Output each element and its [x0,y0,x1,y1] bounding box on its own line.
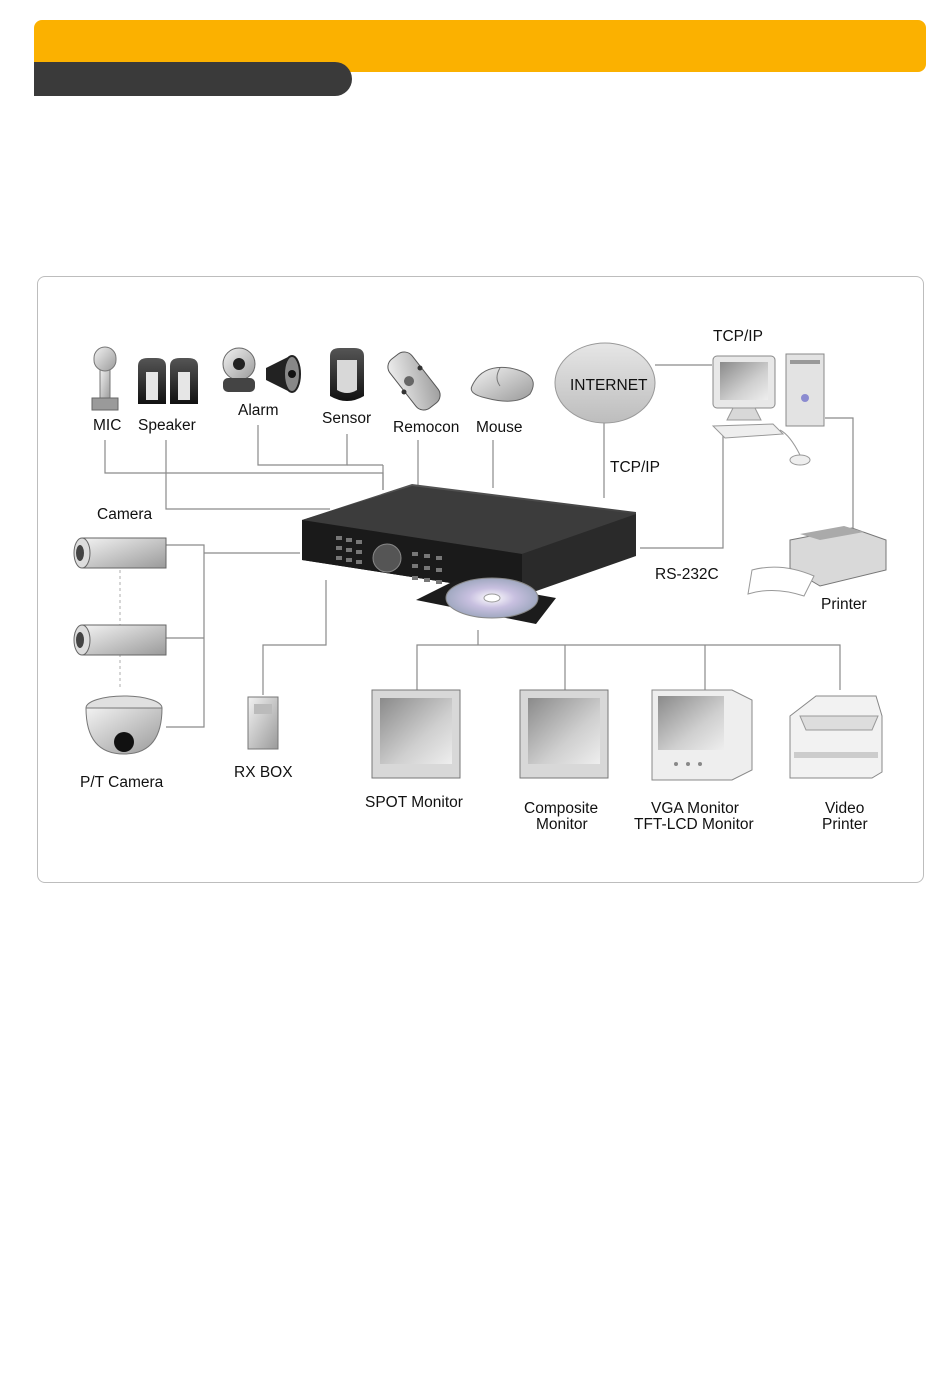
label-tcpip-top: TCP/IP [713,328,763,345]
label-spot-monitor: SPOT Monitor [365,794,463,811]
printer-icon [748,526,886,596]
pc-icon [713,354,824,465]
video-printer-icon [790,696,882,778]
label-mouse: Mouse [476,419,523,436]
remocon-icon [384,348,444,414]
label-vga-line1: VGA Monitor [651,800,739,817]
label-remocon: Remocon [393,419,459,436]
pt-camera-icon [86,696,162,754]
label-tcpip-mid: TCP/IP [610,459,660,476]
label-speaker: Speaker [138,417,196,434]
label-printer: Printer [821,596,867,613]
label-video-printer-line2: Printer [822,816,868,833]
alarm-icon [223,348,300,392]
sensor-icon [330,348,364,401]
mic-icon [92,347,118,410]
label-camera: Camera [97,506,153,523]
label-rs232c: RS-232C [655,566,719,583]
camera-icon [74,625,166,655]
monitor-icon [520,690,608,778]
camera-icon [74,538,166,568]
label-composite-line2: Monitor [536,816,588,833]
rx-box-icon [248,697,278,749]
speaker-icon [138,358,198,404]
label-pt-camera: P/T Camera [80,774,164,791]
label-vga-line2: TFT-LCD Monitor [634,816,754,833]
dvr-icon [302,484,636,624]
mouse-icon [471,367,533,401]
label-composite-line1: Composite [524,800,598,817]
monitor-icon [652,690,752,780]
label-rx-box: RX BOX [234,764,293,781]
label-sensor: Sensor [322,410,371,427]
label-video-printer-line1: Video [825,800,864,817]
label-mic: MIC [93,417,121,434]
monitor-icon [372,690,460,778]
label-internet: INTERNET [570,377,648,394]
label-alarm: Alarm [238,402,278,419]
